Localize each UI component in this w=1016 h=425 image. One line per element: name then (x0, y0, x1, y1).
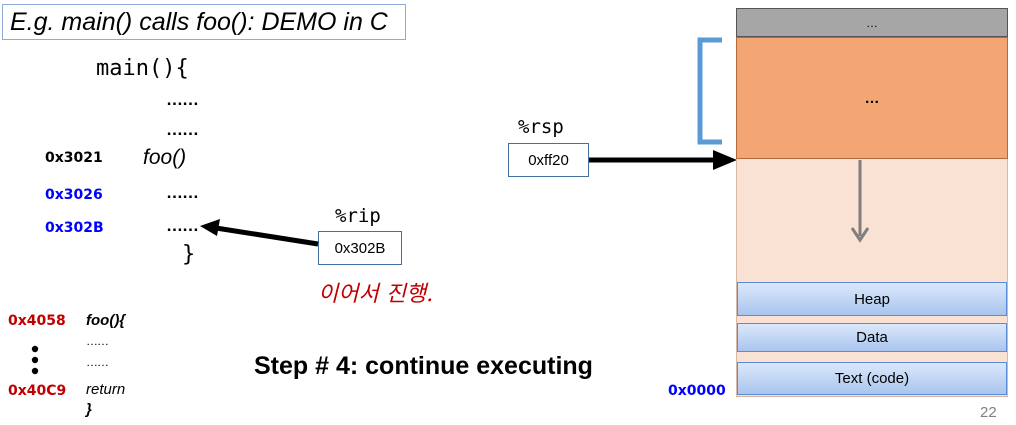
rip-label: %rip (335, 205, 381, 227)
foo-start-address: 0x4058 (8, 313, 66, 329)
main-header: main(){ (96, 56, 189, 81)
main-dots-1: …… (166, 90, 199, 109)
heap-segment: Heap (737, 282, 1007, 316)
memory-top-region: … (736, 8, 1008, 37)
base-address: 0x0000 (668, 383, 726, 399)
stack-frame-bracket (697, 37, 722, 145)
foo-end-address: 0x40C9 (8, 383, 67, 399)
slide-title: E.g. main() calls foo(): DEMO in C (10, 8, 388, 36)
handwritten-note: 이어서 진행. (318, 282, 434, 307)
main-dots-3: …… (166, 183, 199, 202)
step-caption: Step # 4: continue executing (254, 352, 593, 380)
rsp-label: %rsp (518, 116, 564, 138)
foo-dots-1: …… (86, 334, 109, 348)
main-close: } (182, 242, 196, 267)
stack-growth-arrow (850, 160, 870, 243)
foo-return: return (86, 381, 126, 398)
page-number: 22 (980, 404, 997, 421)
text-segment: Text (code) (737, 362, 1007, 395)
next-address-1: 0x3026 (45, 187, 103, 203)
main-dots-4: …… (166, 216, 199, 235)
rip-value-box: 0x302B (318, 231, 402, 265)
foo-close: } (86, 401, 92, 418)
rsp-value-box: 0xff20 (508, 143, 589, 177)
data-segment: Data (737, 323, 1007, 352)
next-address-2: 0x302B (45, 220, 104, 236)
foo-header: foo(){ (86, 312, 126, 329)
foo-dots-2: …… (86, 355, 109, 369)
vertical-ellipsis-icon (31, 345, 39, 375)
call-address: 0x3021 (45, 150, 103, 166)
rsp-arrow (589, 150, 737, 170)
stack-frame: … (736, 37, 1008, 159)
foo-call: foo() (143, 146, 187, 169)
title-box (2, 4, 406, 40)
rip-arrow (200, 219, 319, 247)
main-dots-2: …… (166, 120, 199, 139)
